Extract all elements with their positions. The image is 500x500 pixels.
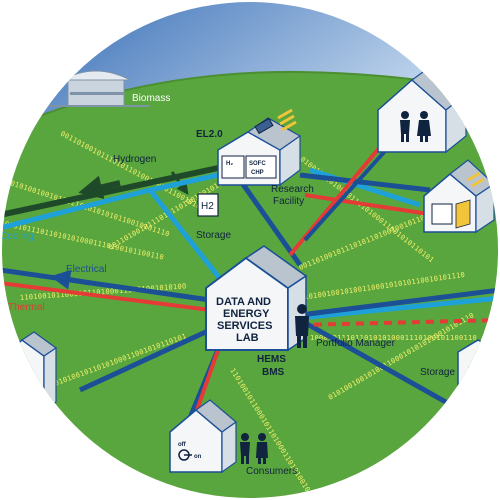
residential-house-right (423, 159, 495, 234)
people-icon (240, 433, 268, 464)
research-facility-label-2: Facility (273, 196, 304, 207)
switch-on-label: on (194, 454, 202, 460)
solar-panel-icon (254, 108, 297, 135)
research-facility-label-1: Research (271, 184, 314, 195)
consumer-house (169, 399, 237, 474)
people-icon (400, 111, 431, 142)
research-facility-building: H₂ SOFC CHP (217, 117, 302, 187)
storage-right-building (457, 339, 498, 411)
thermal-label: Thermal (8, 302, 45, 313)
electrical-line (2, 172, 498, 431)
biomass-label: Biomass (132, 93, 170, 104)
h2-mini-label: H₂ (226, 161, 233, 167)
h2-storage-box (197, 193, 219, 217)
sofc-label: SOFC (249, 161, 266, 167)
thermal-line (2, 133, 436, 431)
storage-h2-label: Storage (196, 230, 231, 241)
el20-label: EL2.0 (196, 129, 223, 140)
chp-label: CHP (251, 170, 264, 176)
person-icon (295, 304, 309, 348)
lab-title-line-1: DATA AND (216, 296, 271, 308)
hydrogen-line (2, 162, 233, 218)
lab-title-line-3: SERVICES (217, 320, 272, 332)
electrical-label: Electrical (66, 264, 107, 275)
power-switch-icon (178, 449, 192, 461)
lab-title-line-4: LAB (236, 332, 259, 344)
cooling-label: Cooling (0, 231, 34, 242)
hems-label: HEMS (257, 354, 286, 365)
binary-stream: 1000101110110101010001110100101100110 (310, 334, 477, 342)
storage-right-label: Storage (420, 367, 455, 378)
portfolio-manager-label: Portfolio Manager (316, 338, 396, 349)
data-energy-services-lab-building (205, 245, 308, 352)
cooling-line (2, 167, 498, 321)
hydrogen-label: Hydrogen (113, 154, 156, 165)
thermal-dashed-line (299, 318, 498, 327)
consumers-label: Consumers (246, 466, 297, 477)
switch-off-label: off (178, 442, 187, 448)
lab-title-line-2: ENERGY (223, 308, 270, 320)
h2-storage-label: H2 (201, 201, 214, 212)
left-building (2, 331, 58, 412)
bms-label: BMS (262, 367, 285, 378)
biomass-tank (40, 70, 150, 107)
